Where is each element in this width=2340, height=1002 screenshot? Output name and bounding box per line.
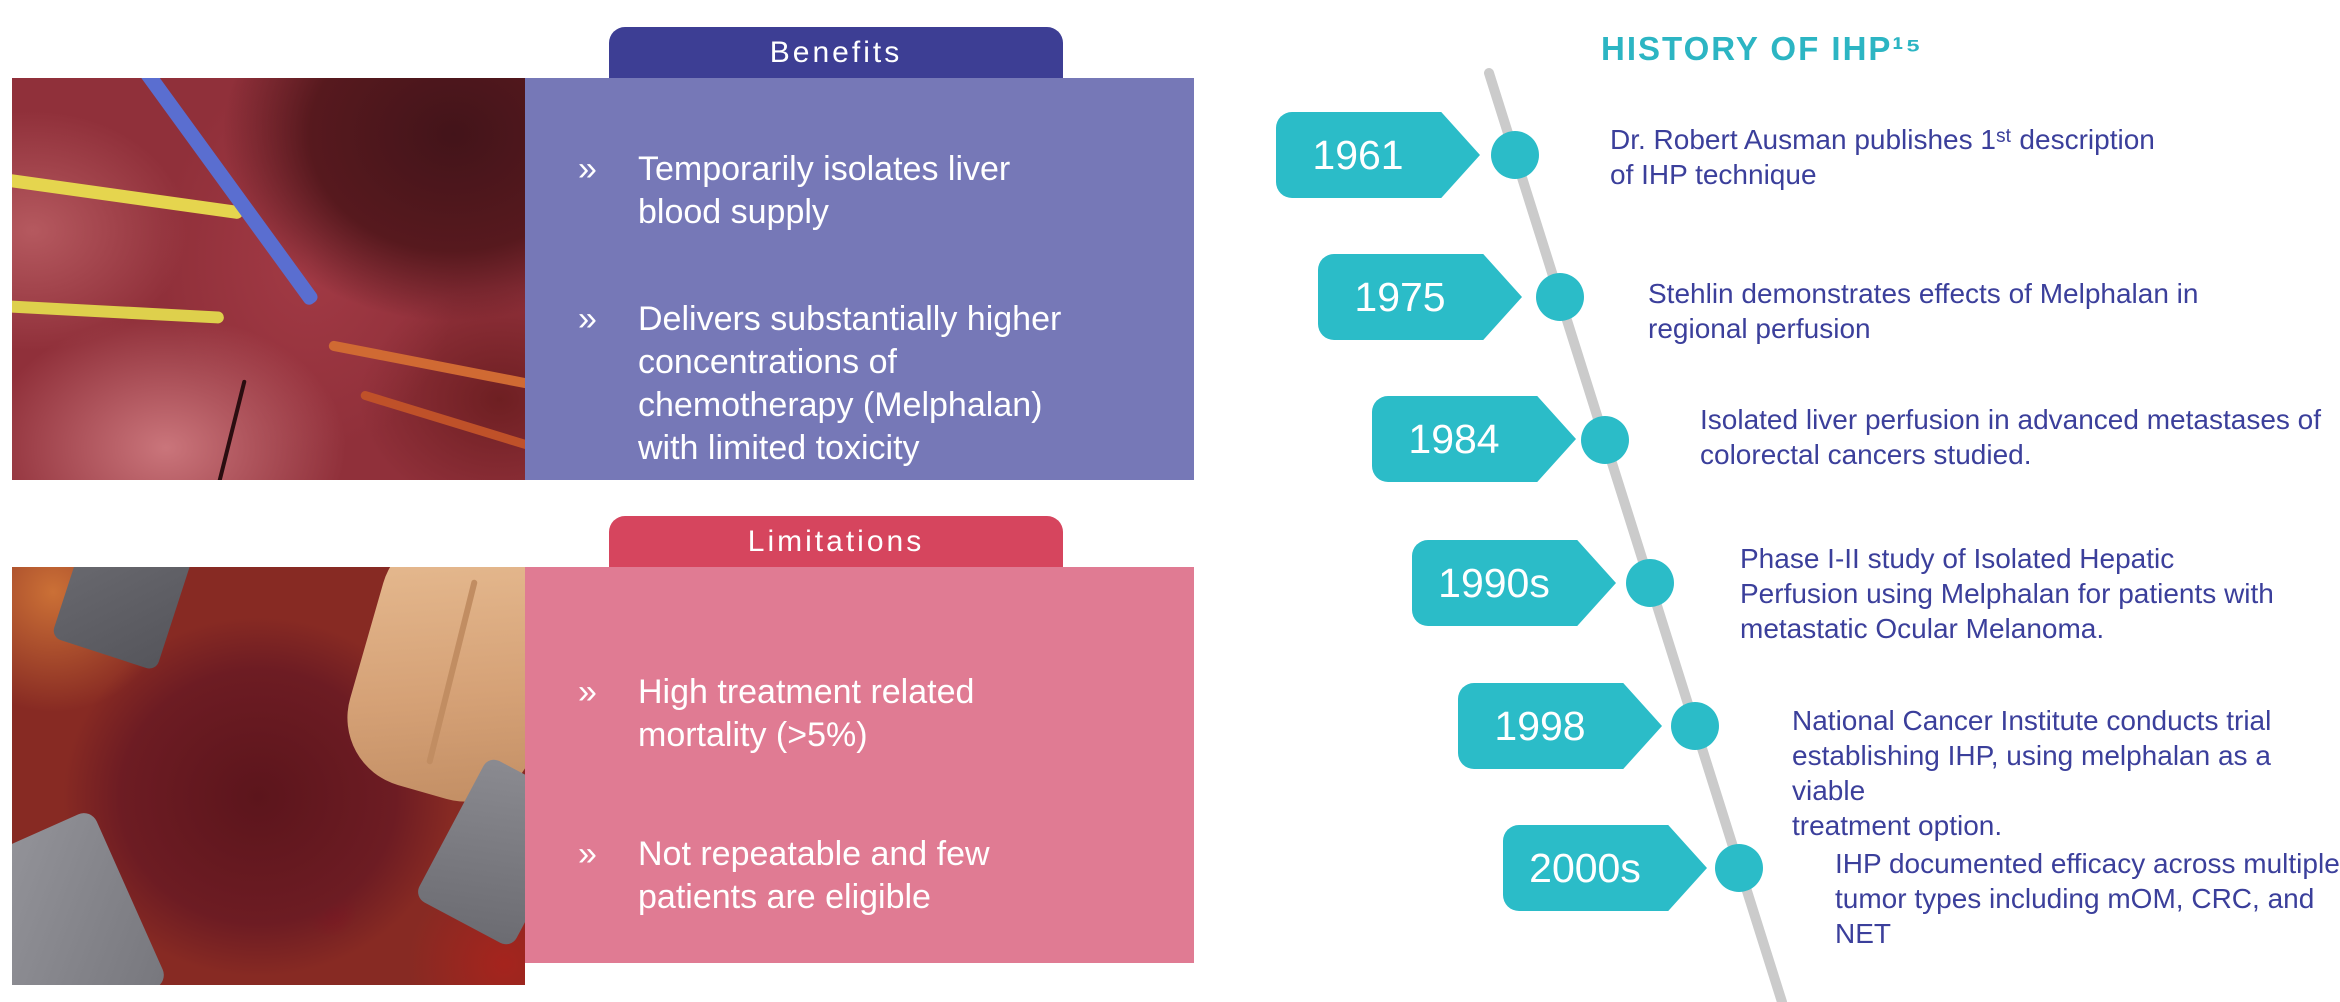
timeline-node-circle [1671,702,1719,750]
limitations-tab-label: Limitations [747,524,925,558]
year-badge: 1961 [1276,112,1480,198]
timeline-entry-text: Dr. Robert Ausman publishes 1ˢᵗ descript… [1610,124,2155,190]
bullet-marker: » [578,673,597,711]
surgical-photo-vessel-isolation [12,78,525,480]
year-label: 2000s [1529,844,1641,891]
timeline-title: HISTORY OF IHP¹⁵ [1601,30,1923,67]
year-label: 1961 [1312,131,1404,178]
benefits-panel: » Temporarily isolates liver blood suppl… [525,78,1194,480]
year-badge: 2000s [1503,825,1707,911]
year-badge: 1998 [1458,683,1662,769]
timeline-entry-text: Isolated liver perfusion in advanced met… [1700,404,2322,470]
benefits-bullet-text: Temporarily isolates liver blood supply [638,150,1011,231]
timeline-entry-text: National Cancer Institute conducts trial… [1792,705,2272,841]
benefits-tab: Benefits [609,27,1063,78]
timeline-node-circle [1626,559,1674,607]
year-badge: 1975 [1318,254,1522,340]
timeline-node-circle [1715,844,1763,892]
benefits-bullet-row: » Temporarily isolates liver blood suppl… [578,148,1194,234]
benefits-bullet-row: » Delivers substantially higher concentr… [578,298,1194,470]
limitations-bullet-row: » Not repeatable and few patients are el… [578,833,1194,919]
benefits-bullet-text: Delivers substantially higher concentrat… [638,300,1062,467]
bullet-marker: » [578,835,597,873]
surgical-photo-liver [12,567,525,985]
timeline-node-circle [1491,131,1539,179]
bullet-marker: » [578,150,597,188]
timeline-entry-text: Stehlin demonstrates effects of Melphala… [1648,278,2199,344]
year-label: 1984 [1408,415,1500,462]
year-badge: 1984 [1372,396,1576,482]
bullet-marker: » [578,300,597,338]
year-label: 1975 [1354,273,1446,320]
year-label: 1998 [1494,702,1586,749]
limitations-bullet-text: High treatment related mortality (>5%) [638,673,975,754]
limitations-bullet-row: » High treatment related mortality (>5%) [578,671,1194,757]
limitations-tab: Limitations [609,516,1063,567]
year-label: 1990s [1438,559,1550,606]
timeline-entry-text: IHP documented efficacy across multiple … [1835,848,2340,949]
timeline-node-circle [1536,273,1584,321]
year-badge: 1990s [1412,540,1616,626]
limitations-bullet-text: Not repeatable and few patients are elig… [638,835,990,916]
benefits-tab-label: Benefits [769,35,903,69]
timeline-node-circle [1581,416,1629,464]
limitations-panel: » High treatment related mortality (>5%)… [525,567,1194,963]
timeline-entry-text: Phase I-II study of Isolated Hepatic Per… [1740,543,2274,644]
